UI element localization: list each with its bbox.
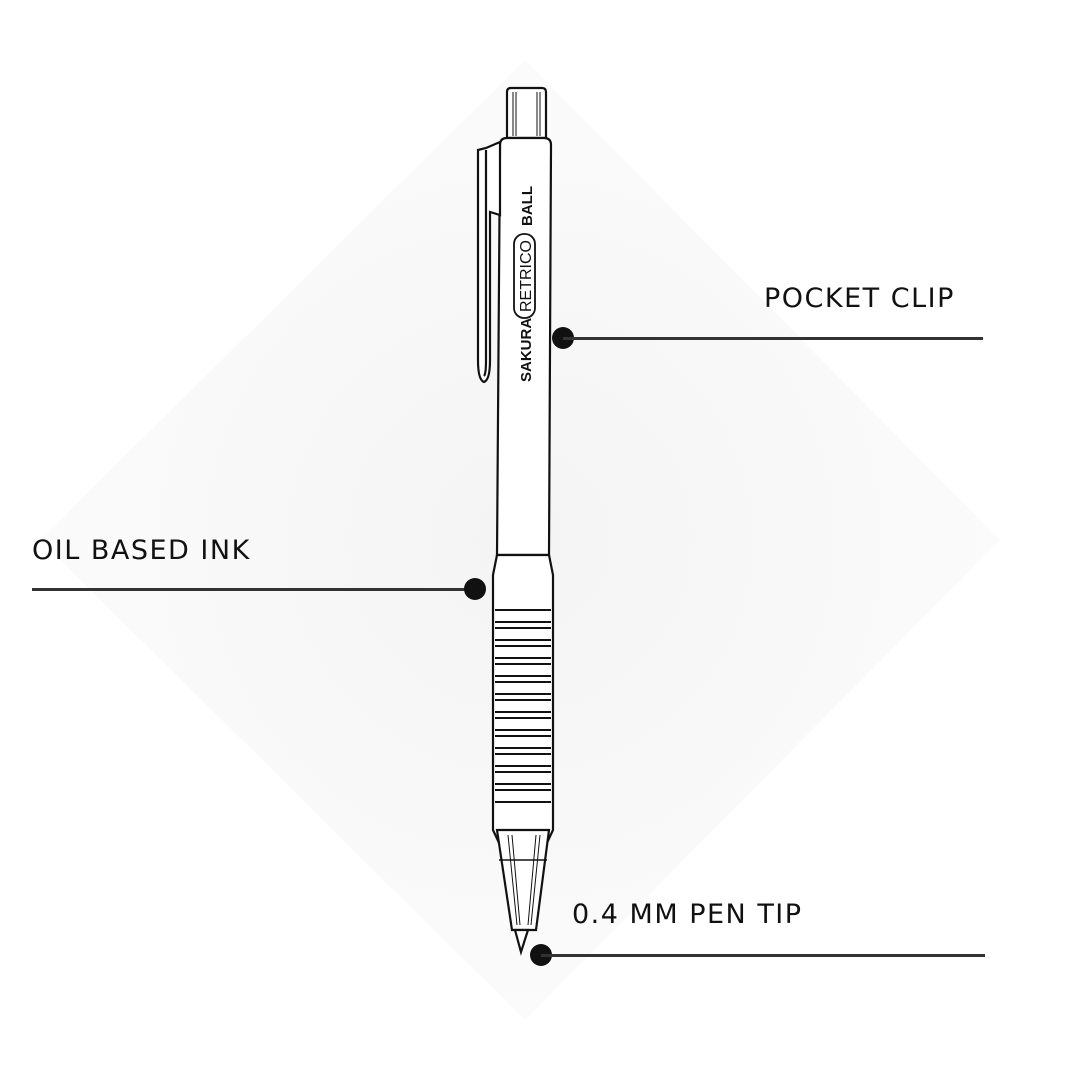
grip-rings [495, 609, 551, 803]
callout-label-oil-based-ink: OIL BASED INK [32, 535, 251, 566]
brand-text: SAKURA [518, 318, 535, 382]
callout-line-pen-tip [541, 954, 985, 957]
callout-dot-oil-based-ink [464, 578, 486, 600]
type-text: BALL [519, 186, 536, 226]
callout-label-pocket-clip: POCKET CLIP [764, 283, 955, 314]
callout-line-pocket-clip [563, 337, 983, 340]
callout-label-pen-tip: 0.4 MM PEN TIP [572, 899, 803, 930]
pocket-clip-shape [476, 140, 502, 384]
callout-line-oil-based-ink [32, 588, 475, 591]
model-text: RETRICO [518, 240, 535, 312]
